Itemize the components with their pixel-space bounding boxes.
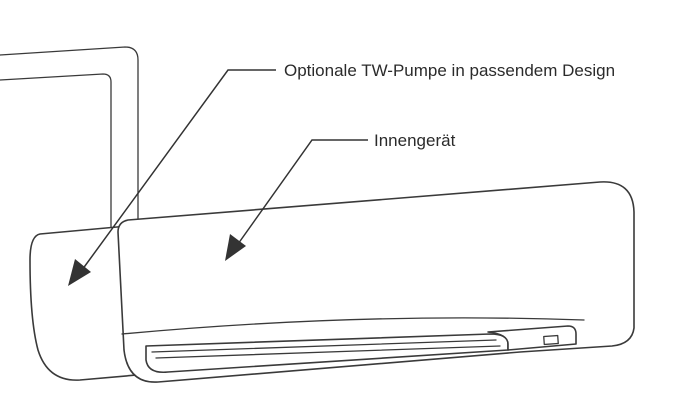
indoor-unit-arrowhead [225, 234, 246, 261]
indicator-light [543, 334, 559, 346]
indoor-unit-label: Innengerät [374, 131, 456, 150]
indoor-unit-leader [225, 139, 368, 261]
pump-housing [29, 225, 149, 381]
wall-pipe-frame [0, 46, 139, 233]
pump-label: Optionale TW-Pumpe in passendem Design [284, 61, 615, 80]
pump-leader [68, 69, 276, 286]
pump-arrowhead [68, 259, 91, 286]
indoor-unit [117, 181, 635, 383]
